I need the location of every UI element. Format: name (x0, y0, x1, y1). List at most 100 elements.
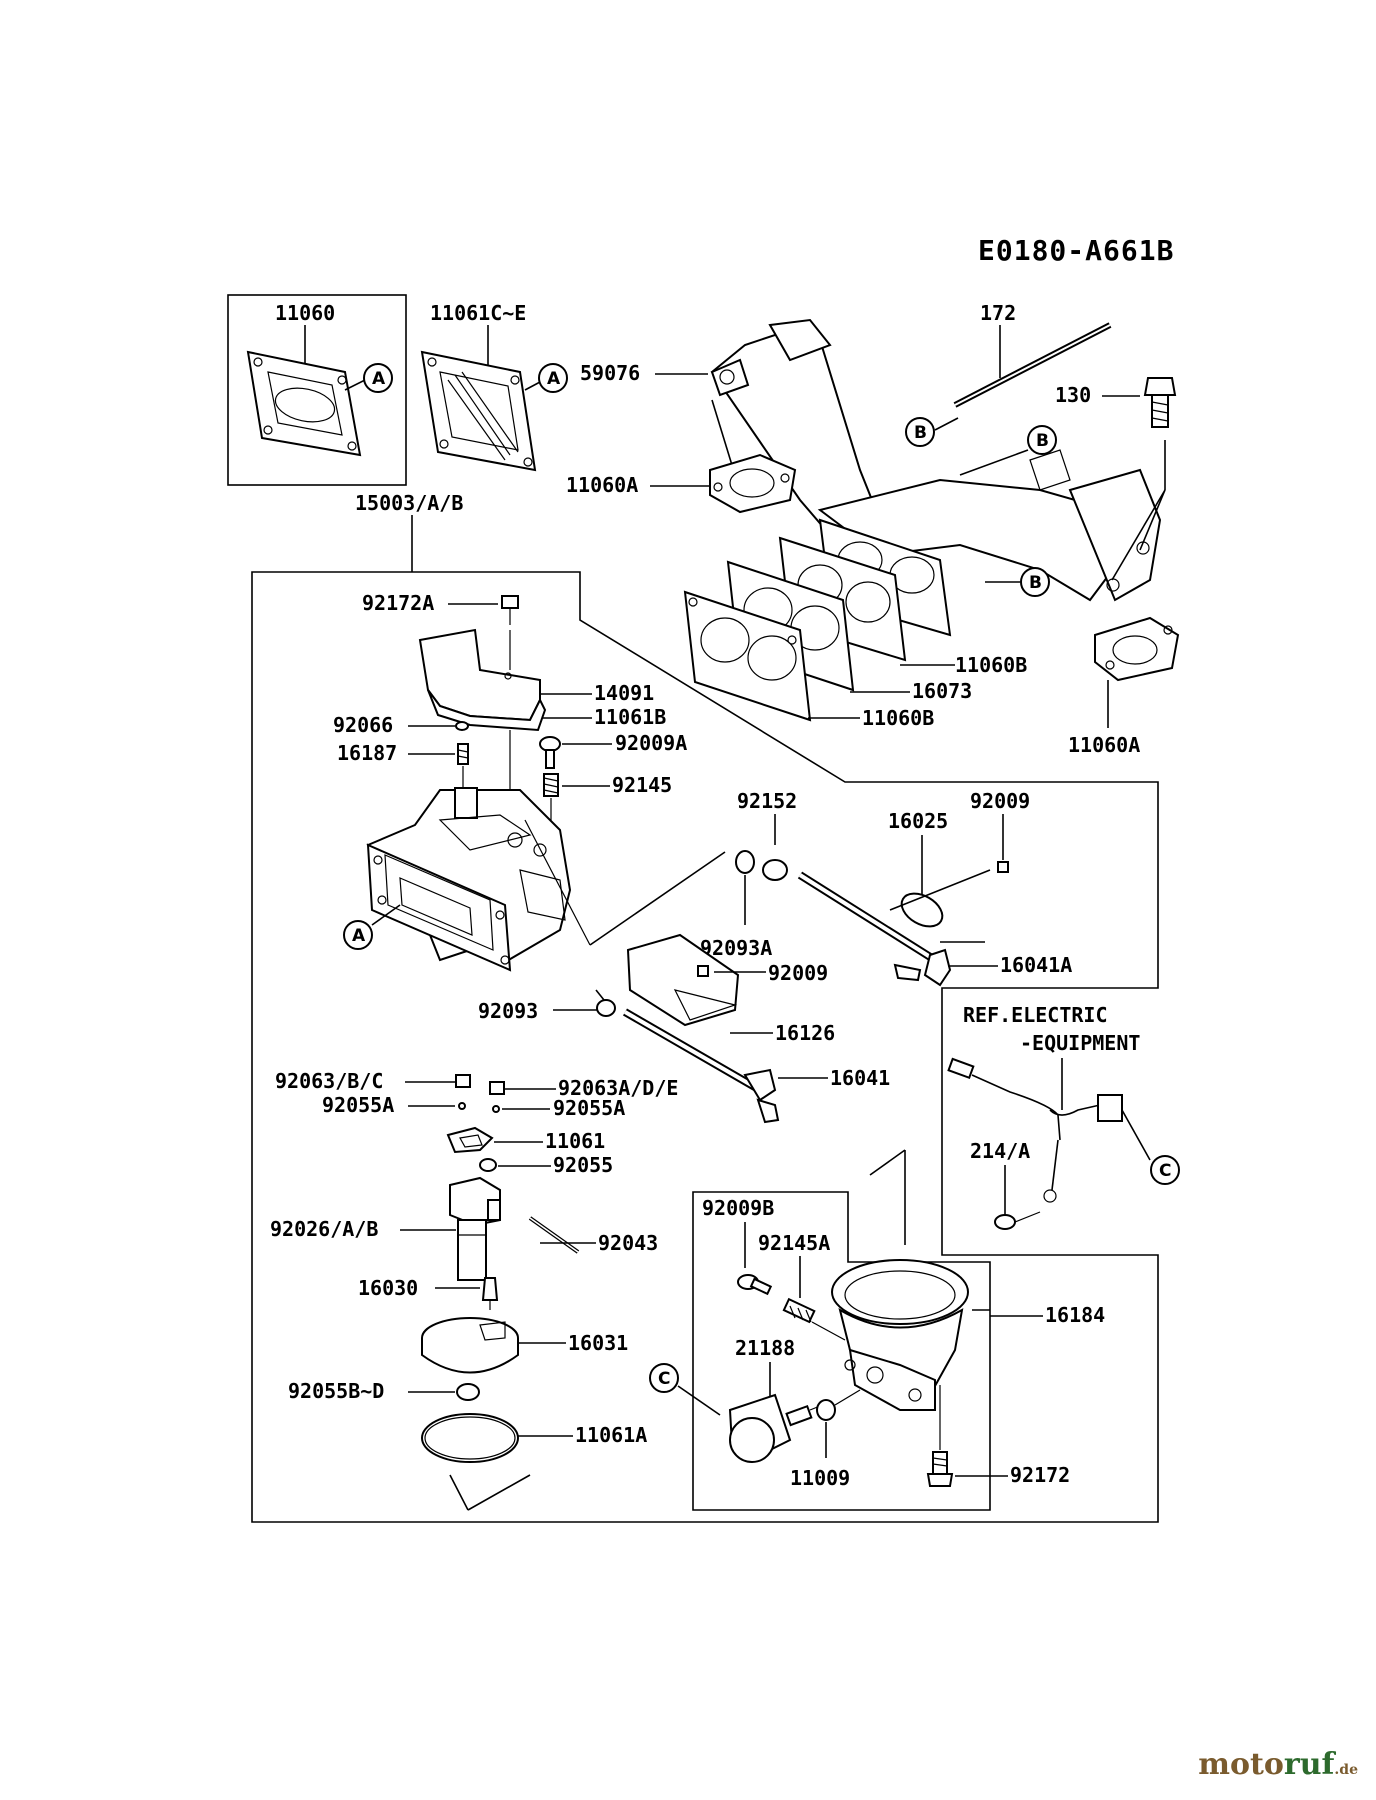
ref-electric-line1: REF.ELECTRIC (963, 1003, 1108, 1027)
label-11060b-lower: 11060B (862, 706, 934, 730)
label-92026ab: 92026/A/B (270, 1217, 378, 1241)
label-172: 172 (980, 301, 1016, 325)
label-92093: 92093 (478, 999, 538, 1023)
label-92009b: 92009B (702, 1196, 774, 1220)
emulsion-tube-92026-drawing (449, 1176, 501, 1281)
callout-b-3-text: B (1029, 573, 1042, 593)
carburetor-assembly-boundary (251, 571, 1159, 1523)
label-16126: 16126 (775, 1021, 835, 1045)
label-11061a: 11061A (575, 1423, 647, 1447)
gasket-11060a-lower-drawing (1094, 616, 1180, 682)
label-92043: 92043 (598, 1231, 658, 1255)
manifold-gasket-stack-drawing (683, 536, 907, 722)
callout-c-2 (649, 1363, 679, 1393)
label-11060b-upper: 11060B (955, 653, 1027, 677)
label-92066: 92066 (333, 713, 393, 737)
cover-plate-14091-drawing (418, 628, 547, 732)
oring-92055-drawing (479, 1158, 497, 1172)
label-92063bc: 92063/B/C (275, 1069, 383, 1093)
oring-11009-drawing (816, 1399, 836, 1421)
screw-92172a-drawing (501, 595, 519, 625)
pin-92043-drawing (528, 1216, 580, 1254)
label-16184: 16184 (1045, 1303, 1105, 1327)
label-11060a-lower: 11060A (1068, 733, 1140, 757)
watermark-part3: .de (1334, 1762, 1358, 1778)
label-92055bd: 92055B~D (288, 1379, 384, 1403)
label-92055: 92055 (553, 1153, 613, 1177)
spring-92145a-drawing (782, 1297, 816, 1324)
carb-base-16184-drawing (831, 1259, 969, 1411)
callout-b-1-text: B (914, 423, 927, 443)
callout-b-3 (1020, 567, 1050, 597)
gasket-11060-box (227, 294, 407, 486)
gasket-11060-drawing (246, 350, 362, 457)
spring-92145-drawing (543, 773, 559, 797)
seal-92093a-drawing (735, 850, 755, 874)
label-92172: 92172 (1010, 1463, 1070, 1487)
gasket-11061-drawing (446, 1126, 494, 1154)
oring-92055bd-drawing (456, 1383, 480, 1401)
callout-c-1-text: C (1159, 1161, 1171, 1181)
label-16030: 16030 (358, 1276, 418, 1300)
label-11061ce: 11061C~E (430, 301, 526, 325)
label-11061: 11061 (545, 1129, 605, 1153)
label-92009a: 92009A (615, 731, 687, 755)
gasket-11060a-upper-drawing (709, 453, 797, 514)
jet-92063ade-drawing (489, 1081, 505, 1095)
float-16031-drawing (421, 1317, 519, 1374)
carburetor-body-drawing (366, 787, 572, 972)
label-59076: 59076 (580, 361, 640, 385)
label-92172a: 92172A (362, 591, 434, 615)
wire-harness-drawing (947, 1057, 1123, 1203)
callout-a-3 (343, 920, 373, 950)
label-16073: 16073 (912, 679, 972, 703)
watermark-part2: ruf (1283, 1747, 1335, 1782)
ref-electric-line2: -EQUIPMENT (1020, 1031, 1140, 1055)
float-needle-16030-drawing (481, 1277, 499, 1310)
label-130: 130 (1055, 383, 1091, 407)
solenoid-21188-drawing (728, 1393, 831, 1463)
label-21188: 21188 (735, 1336, 795, 1360)
jet-92063bc-drawing (455, 1074, 471, 1088)
callout-a-3-text: A (352, 926, 366, 946)
callout-a-1-text: A (372, 369, 386, 389)
label-92152: 92152 (737, 789, 797, 813)
throttle-shaft-16041-drawing (622, 1008, 780, 1124)
label-16025: 16025 (888, 809, 948, 833)
label-11060: 11060 (275, 301, 335, 325)
collar-92152-drawing (762, 859, 788, 881)
callout-a-2 (538, 363, 568, 393)
label-92055a-right: 92055A (553, 1096, 625, 1120)
throttle-plate-16126-drawing (626, 933, 740, 1027)
seal-92066-drawing (455, 721, 469, 731)
gasket-11061a-drawing (421, 1413, 519, 1463)
watermark: motoruf.de (1198, 1747, 1358, 1782)
label-11061b: 11061B (594, 705, 666, 729)
callout-b-2 (1027, 425, 1057, 455)
label-92145: 92145 (612, 773, 672, 797)
screw-214a-drawing (994, 1211, 1041, 1230)
stud-172-drawing (953, 322, 1112, 408)
diagram-code: E0180-A661B (978, 234, 1174, 267)
label-92063ade: 92063A/D/E (558, 1076, 678, 1100)
label-11060a-upper: 11060A (566, 473, 638, 497)
watermark-part1: moto (1198, 1747, 1284, 1782)
label-16187: 16187 (337, 741, 397, 765)
oring-92055a-right-drawing (492, 1105, 500, 1113)
label-92145a: 92145A (758, 1231, 830, 1255)
screw-92009b-drawing (737, 1274, 773, 1296)
callout-c-2-text: C (658, 1369, 670, 1389)
pilot-jet-16187-drawing (457, 743, 469, 765)
solenoid-subassembly-boundary (692, 1191, 991, 1511)
label-15003ab: 15003/A/B (355, 491, 463, 515)
label-16041a: 16041A (1000, 953, 1072, 977)
bolt-130-drawing (1143, 377, 1177, 428)
label-11009: 11009 (790, 1466, 850, 1490)
callout-b-2-text: B (1036, 431, 1049, 451)
label-16031: 16031 (568, 1331, 628, 1355)
label-214a: 214/A (970, 1139, 1030, 1163)
callout-c-1 (1150, 1155, 1180, 1185)
label-16041: 16041 (830, 1066, 890, 1090)
label-14091: 14091 (594, 681, 654, 705)
